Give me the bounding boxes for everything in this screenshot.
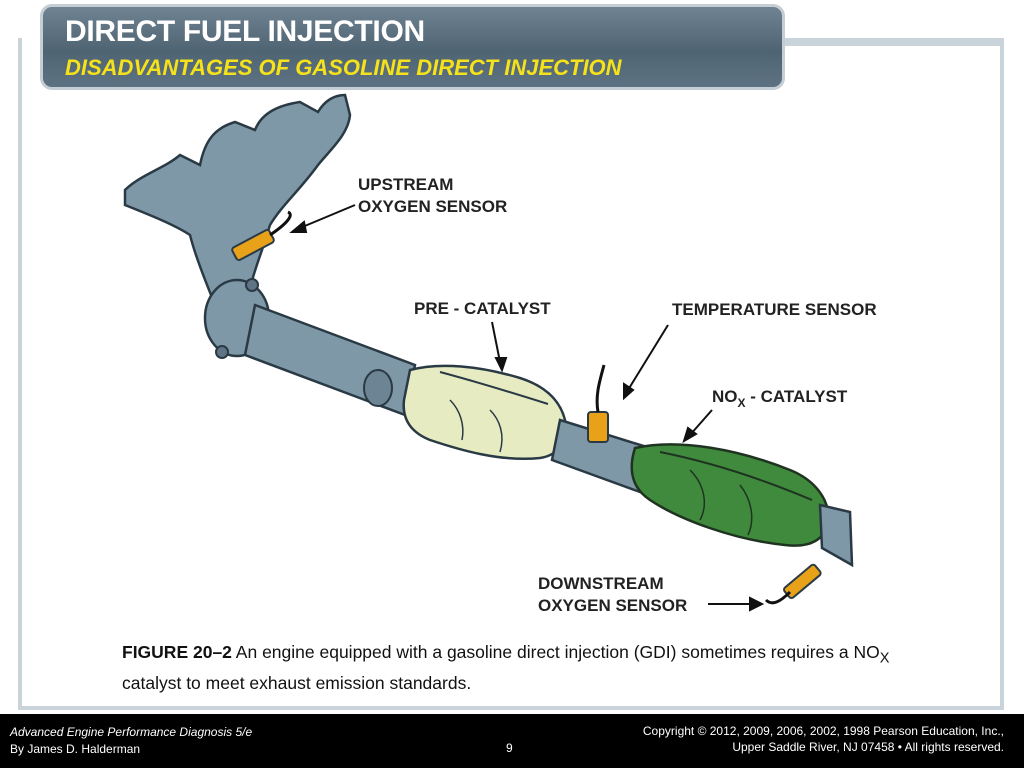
label-downstream-line2: OXYGEN SENSOR xyxy=(538,596,687,615)
caption-text-1: An engine equipped with a gasoline direc… xyxy=(231,642,880,662)
frame-top-bar xyxy=(760,38,1004,46)
footer-book-title: Advanced Engine Performance Diagnosis 5/… xyxy=(10,725,253,739)
downstream-oxygen-sensor xyxy=(764,563,822,605)
slide-title: DIRECT FUEL INJECTION xyxy=(65,15,425,48)
label-nox-sub: X xyxy=(738,396,746,410)
label-nox-rest: - CATALYST xyxy=(746,387,848,406)
footer-copyright-line2: Upper Saddle River, NJ 07458 • All right… xyxy=(732,740,1004,754)
upstream-oxygen-sensor xyxy=(231,210,292,261)
nox-catalyst-body xyxy=(630,443,830,547)
pre-catalyst-body xyxy=(402,364,567,460)
slide-subtitle: DISADVANTAGES OF GASOLINE DIRECT INJECTI… xyxy=(65,55,622,80)
label-downstream-line1: DOWNSTREAM xyxy=(538,574,664,593)
exhaust-system-diagram: UPSTREAM OXYGEN SENSOR PRE - CATALYST TE… xyxy=(123,93,877,615)
label-upstream-line2: OXYGEN SENSOR xyxy=(358,197,507,216)
figure-caption: FIGURE 20–2 An engine equipped with a ga… xyxy=(122,640,902,695)
title-banner: DIRECT FUEL INJECTION DISADVANTAGES OF G… xyxy=(40,4,785,90)
label-pre-catalyst: PRE - CATALYST xyxy=(414,299,551,318)
slide-frame xyxy=(18,38,1004,710)
label-temperature-sensor: TEMPERATURE SENSOR xyxy=(672,300,877,319)
page-number: 9 xyxy=(506,741,513,755)
tail-pipe xyxy=(818,503,854,568)
label-upstream-line1: UPSTREAM xyxy=(358,175,453,194)
caption-text-2: catalyst to meet exhaust emission standa… xyxy=(122,672,472,693)
caption-subscript: X xyxy=(879,650,890,667)
exhaust-manifold xyxy=(123,93,352,307)
temperature-sensor xyxy=(587,364,609,443)
footer-bar: Advanced Engine Performance Diagnosis 5/… xyxy=(0,714,1024,768)
figure-number: FIGURE 20–2 xyxy=(122,642,232,662)
footer-copyright-line1: Copyright © 2012, 2009, 2006, 2002, 1998… xyxy=(642,724,1004,738)
label-nox-main: NO xyxy=(712,387,738,406)
footer-author: By James D. Halderman xyxy=(10,742,141,756)
label-nox-catalyst: NOX - CATALYST xyxy=(712,387,848,410)
